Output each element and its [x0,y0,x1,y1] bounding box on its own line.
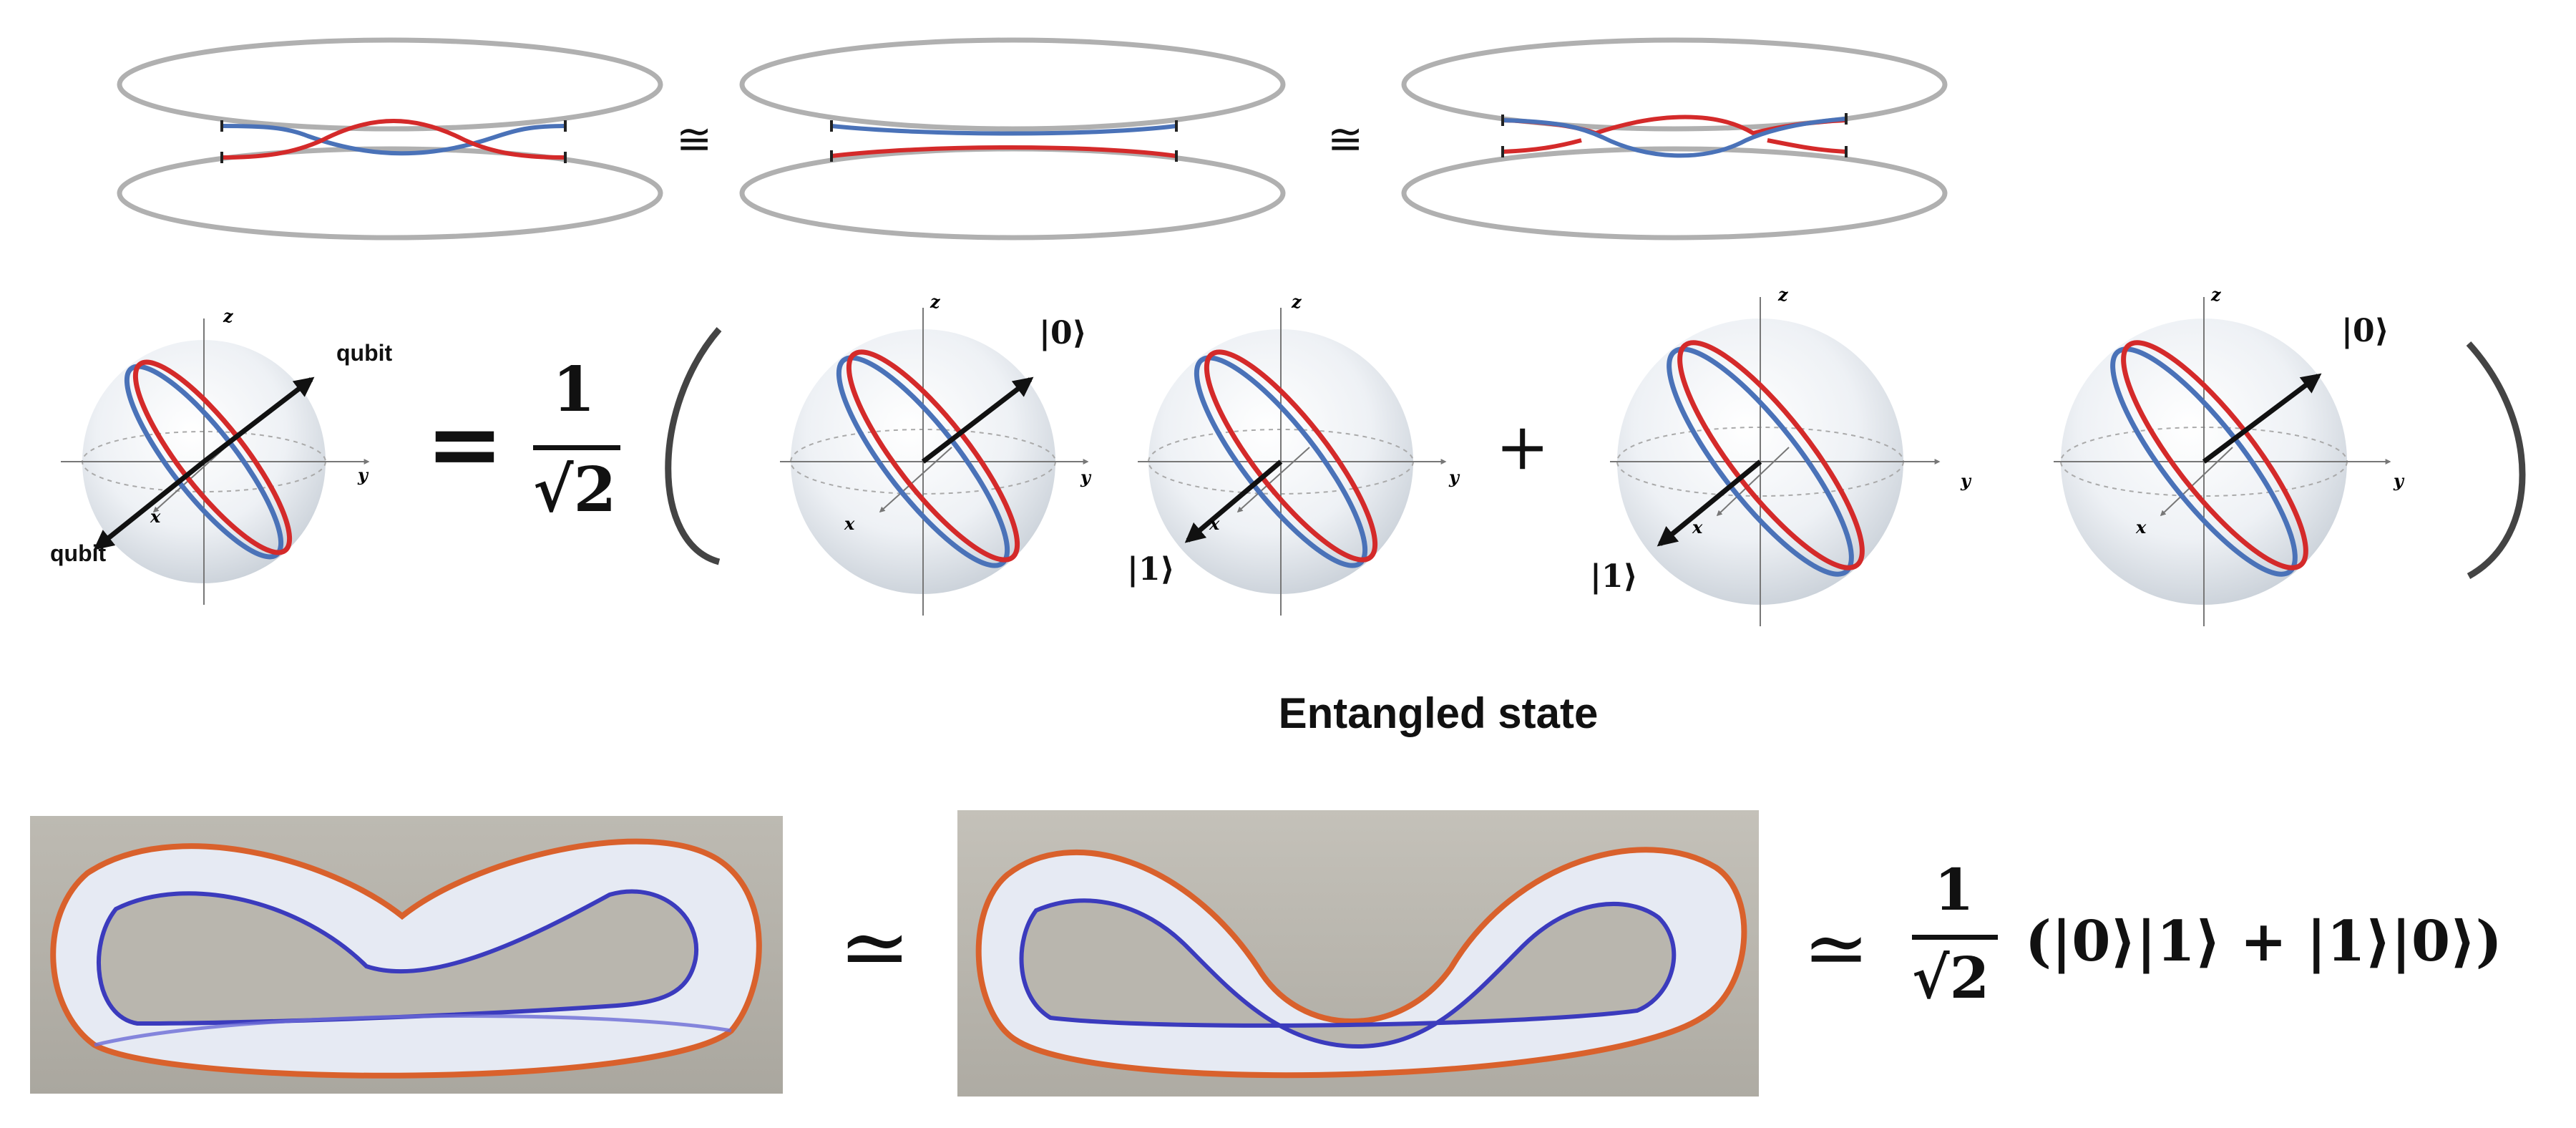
congruent-symbol-1: ≅ [676,115,713,165]
string-diagram-crossed-2 [1401,37,1948,240]
coefficient-fraction-bar [533,445,620,450]
axis-x-label-4: x [2135,517,2147,538]
red-string [221,119,566,160]
upper-ring [1401,37,1948,132]
coefficient-numerator: 1 [552,354,595,426]
axis-x-label-left: x [150,506,161,527]
axis-z-label-3: z [1777,284,1789,305]
axis-x-label-1: x [844,513,855,534]
red-string-lower-right [1767,138,1847,154]
ket-label-2: |1⟩ [1590,558,1638,595]
red-string-lower [1502,138,1582,154]
approx-symbol: ≃ [839,898,911,998]
bloch-sphere-ket1-b [1610,297,1941,626]
axis-y-label-2: y [1448,467,1460,487]
bloch-sphere-ket1 [1138,308,1447,616]
congruent-symbol-2: ≅ [1327,115,1364,165]
top-string-diagrams [117,37,1948,240]
equals-sign: = [426,389,504,498]
result-coefficient-denominator: √2 [1912,944,1990,1011]
ket-label-1: |1⟩ [1127,551,1175,588]
lower-ring [739,146,1286,240]
axis-z-label-4: z [2210,284,2222,305]
axis-z-label-1: z [930,291,941,312]
axis-y-label-3: y [1960,470,1972,491]
result-approx-symbol: ≃ [1803,903,1870,994]
axis-x-label-3: x [1692,517,1703,538]
bloch-sphere-left [61,319,370,605]
qubit-label-top: qubit [336,340,393,366]
blue-string [831,124,1177,136]
result-state: (|0⟩|1⟩ + |1⟩|0⟩) [2025,909,2502,974]
ket-label-3: |0⟩ [2341,313,2389,349]
axis-x-label-2: x [1209,513,1220,534]
string-diagram-parallel [739,37,1286,240]
axis-y-label-1: y [1080,467,1092,487]
lower-ring [117,146,663,240]
axis-z-label-left: z [223,306,234,326]
entangled-state-caption: Entangled state [1278,689,1599,737]
result-fraction-bar [1912,935,1998,940]
bloch-sphere-row: z y x z y x z y x z y x [61,284,2526,626]
lower-ring [1401,146,1948,240]
left-parenthesis [665,327,722,565]
coefficient-denominator: √2 [533,454,617,526]
string-diagram-crossed-1 [117,37,663,240]
bloch-sphere-ket0 [780,308,1089,616]
blue-string [221,124,566,156]
ribbon-loop-left [50,838,762,1079]
right-parenthesis [2466,341,2526,579]
qubit-label-bottom: qubit [50,540,107,566]
red-string [831,145,1177,158]
plus-sign: + [1496,409,1550,485]
blue-string [1502,117,1847,158]
result-coefficient-numerator: 1 [1934,856,1974,923]
upper-ring [739,37,1286,132]
upper-ring [117,37,663,132]
axis-z-label-2: z [1291,291,1302,312]
axis-y-label-left: y [357,465,369,485]
ribbon-loop-right [975,847,1747,1079]
ket-label-0: |0⟩ [1039,315,1087,351]
ribbon-photo-right [957,810,1759,1097]
bloch-sphere-ket0-b [2054,297,2391,626]
axis-y-label-4: y [2393,470,2405,491]
ribbon-photo-left [30,816,783,1094]
